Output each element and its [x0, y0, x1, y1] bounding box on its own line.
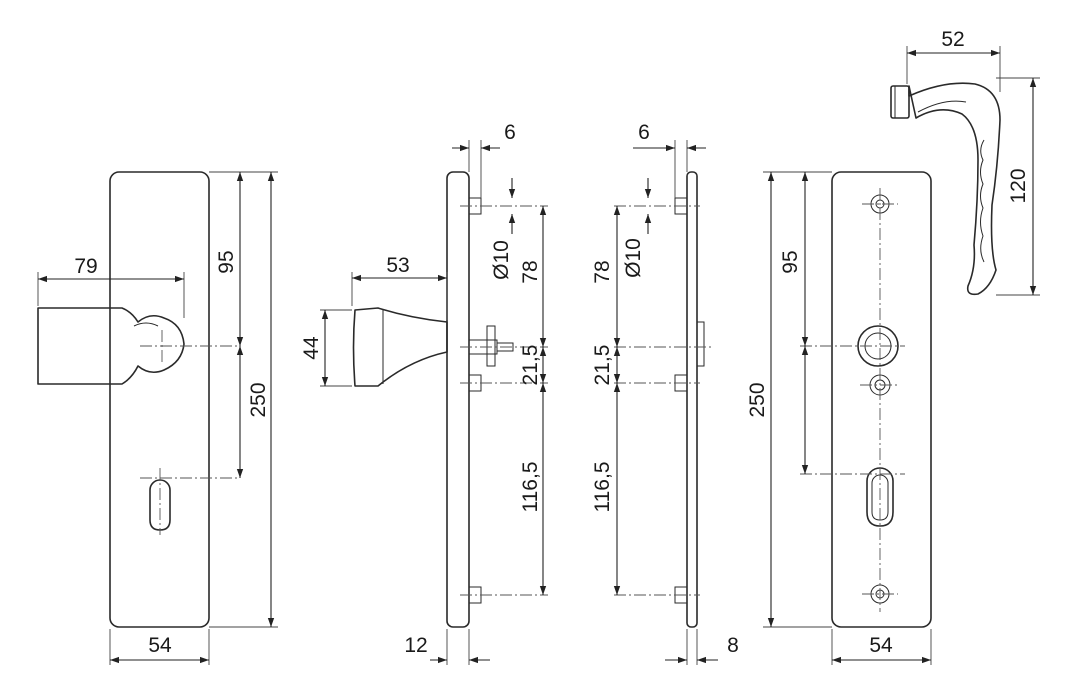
front-knob-grip: [37, 307, 185, 385]
back-view: 95 250 54: [746, 171, 932, 665]
side-dim-12: 12: [404, 634, 427, 657]
front-dim-250: 250: [247, 382, 270, 417]
side-dim-d10-left: Ø10: [490, 240, 513, 280]
side-dim-6-left: 6: [504, 121, 516, 144]
side-dim-53: 53: [386, 254, 409, 277]
front-dim-95: 95: [215, 250, 238, 273]
front-plate: [109, 171, 210, 628]
side-dim-1165-right: 116,5: [591, 462, 614, 513]
side-lever-stub: [696, 321, 705, 367]
back-plate: [831, 171, 932, 628]
front-dim-79: 79: [74, 255, 97, 278]
lever-handle-view: 52 120: [890, 28, 1040, 296]
side-dim-215-right: 21,5: [591, 345, 614, 386]
side-plate-left: [446, 171, 470, 628]
side-dim-6-right: 6: [638, 121, 650, 144]
side-dim-78-right: 78: [591, 260, 614, 283]
side-view-right: 6 Ø10 78 21,5 116,5 8: [591, 121, 739, 665]
back-dim-95: 95: [779, 250, 802, 273]
side-view-left: 53 44 6 Ø10 78 21,5 116,5 12: [300, 121, 548, 665]
side-plate-right: [686, 171, 698, 628]
lever-dim-52: 52: [941, 28, 964, 51]
side-knob-profile: [352, 307, 448, 387]
lever-dim-120: 120: [1007, 168, 1030, 203]
back-spindle-hole: [857, 325, 899, 367]
side-dim-215-left: 21,5: [519, 345, 542, 386]
back-keyhole: [866, 467, 894, 527]
back-dim-54: 54: [869, 634, 893, 657]
side-dim-8: 8: [727, 634, 739, 657]
front-knob-inner: [133, 322, 159, 327]
lever-spindle-stub: [890, 85, 910, 119]
front-keyhole: [149, 479, 171, 531]
front-view: 79 95 250 54: [37, 171, 278, 665]
side-dim-78-left: 78: [519, 260, 542, 283]
lever-handle-outline: [908, 82, 1001, 296]
side-dim-1165-left: 116,5: [519, 462, 542, 513]
side-dim-44: 44: [300, 336, 323, 360]
front-dim-54: 54: [148, 634, 172, 657]
back-dim-250: 250: [746, 382, 769, 417]
side-dim-d10-right: Ø10: [622, 238, 645, 278]
